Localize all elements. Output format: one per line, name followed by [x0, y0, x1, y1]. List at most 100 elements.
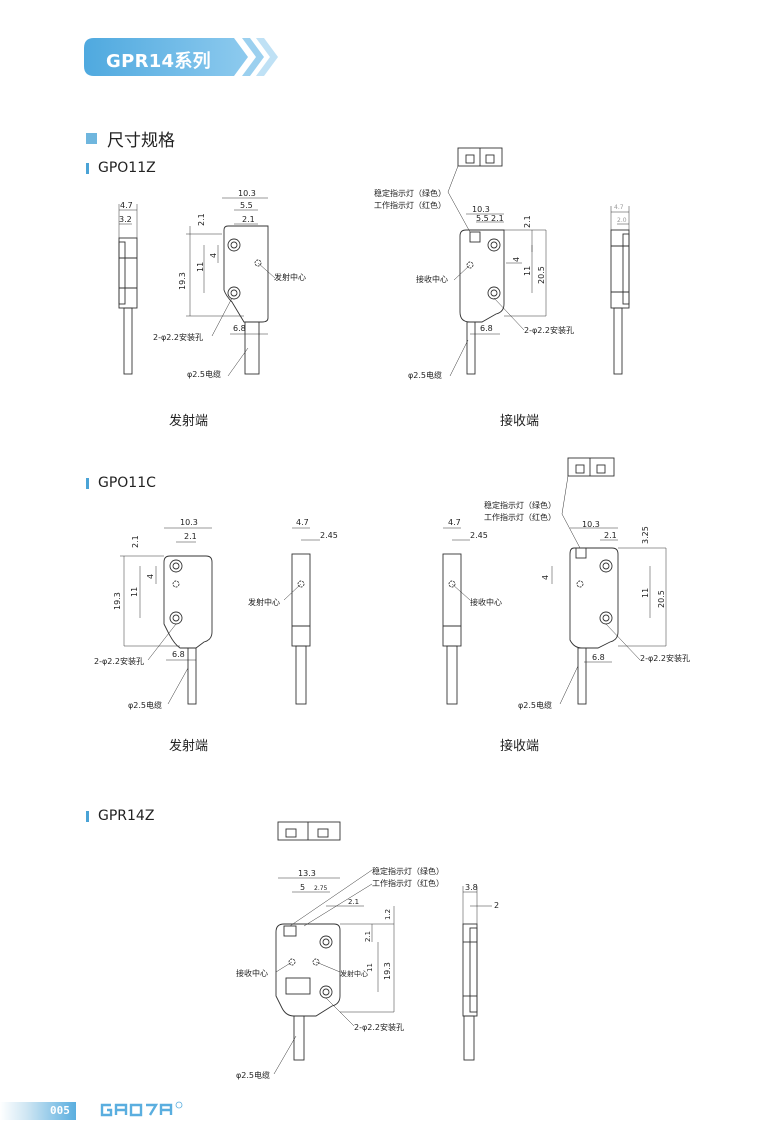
dim-label: 6.8 [592, 653, 605, 662]
gpr14z-front-view [273, 821, 395, 1075]
dim-label: 2 [494, 901, 499, 910]
work-led-label: 工作指示灯（红色） [374, 200, 446, 210]
model-bar-icon [86, 810, 89, 822]
gpo11z-emitter-side-view [118, 204, 138, 375]
model-name: GPO11C [98, 475, 156, 491]
section-square-icon [86, 133, 97, 144]
dim-label: 11 [641, 588, 650, 598]
dim-label: 5.5 [476, 214, 489, 223]
stable-led-label: 稳定指示灯（绿色） [374, 188, 446, 198]
recv-center-label: 接收中心 [416, 274, 448, 284]
work-led-label: 工作指示灯（红色） [372, 878, 444, 888]
caption-emitter: 发射端 [169, 739, 209, 754]
model-bar-icon [86, 162, 89, 174]
recv-center-label: 接收中心 [470, 597, 502, 607]
dim-label: 4 [146, 574, 155, 579]
dim-label: 3.25 [641, 526, 650, 544]
dim-label: 20.5 [657, 590, 666, 608]
emit-center-label: 发射中心 [248, 597, 280, 607]
dim-label: 2.1 [197, 213, 206, 226]
dim-label: 11 [366, 963, 374, 972]
dim-label: 2.1 [523, 215, 532, 228]
recv-center-label: 接收中心 [236, 968, 268, 978]
dim-label: 5.5 [240, 201, 253, 210]
dim-label: 5 [300, 883, 305, 892]
footer-band [0, 1102, 76, 1120]
dim-label: 2.1 [364, 931, 372, 942]
dim-label: 2.1 [131, 535, 140, 548]
gaota-logo-icon [100, 1101, 183, 1117]
gpo11c-emitter-side-view [283, 527, 320, 705]
gpo11c-receiver-front-view [551, 457, 667, 705]
mount-hole-label: 2-φ2.2安装孔 [524, 325, 574, 335]
dim-label: 11 [523, 266, 532, 276]
dim-label: 6.8 [172, 650, 185, 659]
gpo11z-receiver-side-view [610, 206, 630, 375]
work-led-label: 工作指示灯（红色） [484, 512, 556, 522]
gpo11z-receiver-front-view [447, 147, 547, 377]
dim-label: 19.3 [113, 592, 122, 610]
dim-label: 4 [541, 575, 550, 580]
dim-label: 4.7 [614, 204, 624, 211]
gpo11c-receiver-side-view [442, 527, 471, 705]
dim-label: 2.1 [184, 532, 197, 541]
dim-label: 2.1 [242, 215, 255, 224]
dim-label: 3.8 [465, 883, 478, 892]
dim-label: 4.7 [448, 518, 461, 527]
dim-label: 10.3 [472, 205, 490, 214]
dim-label: 3.2 [119, 215, 132, 224]
dim-label: 4 [209, 253, 218, 258]
dim-label: 19.3 [178, 272, 187, 290]
dim-label: 2.45 [320, 531, 338, 540]
dim-label: 4.7 [296, 518, 309, 527]
dim-label: 6.8 [480, 324, 493, 333]
stable-led-label: 稳定指示灯（绿色） [484, 500, 556, 510]
stable-led-label: 稳定指示灯（绿色） [372, 866, 444, 876]
brand-logo [100, 1101, 186, 1124]
banner-shape [84, 38, 278, 76]
cable-label: φ2.5电缆 [187, 369, 221, 379]
model-heading-gpo11z: GPO11Z [86, 160, 156, 176]
section-heading: 尺寸规格 [86, 126, 175, 151]
series-banner: GPR14系列 [84, 38, 280, 76]
dim-label: 10.3 [180, 518, 198, 527]
dim-label: 2.0 [617, 217, 627, 224]
cable-label: φ2.5电缆 [518, 700, 552, 710]
section-title: 尺寸规格 [107, 131, 175, 151]
mount-hole-label: 2-φ2.2安装孔 [153, 332, 203, 342]
model-name: GPR14Z [98, 808, 155, 824]
mount-hole-label: 2-φ2.2安装孔 [354, 1022, 404, 1032]
caption-receiver: 接收端 [500, 739, 540, 754]
dim-label: 6.8 [233, 324, 246, 333]
cable-label: φ2.5电缆 [236, 1070, 270, 1080]
mount-hole-label: 2-φ2.2安装孔 [640, 653, 690, 663]
dim-label: 11 [130, 587, 139, 597]
dim-label: 10.3 [582, 520, 600, 529]
dim-label: 10.3 [238, 189, 256, 198]
cable-label: φ2.5电缆 [128, 700, 162, 710]
dim-label: 20.5 [537, 266, 546, 284]
dim-label: 1.2 [384, 909, 392, 920]
model-heading-gpo11c: GPO11C [86, 475, 156, 491]
gpo11c-emitter-front-view [120, 527, 213, 705]
dim-label: 4.7 [120, 201, 133, 210]
dim-label: 4 [512, 257, 521, 262]
dim-label: 2.1 [491, 214, 504, 223]
caption-emitter: 发射端 [169, 414, 209, 429]
dim-label: 2.75 [314, 885, 328, 892]
mount-hole-label: 2-φ2.2安装孔 [94, 656, 144, 666]
cable-label: φ2.5电缆 [408, 370, 442, 380]
caption-receiver: 接收端 [500, 414, 540, 429]
dim-label: 2.1 [604, 531, 617, 540]
gpo11z-emitter-front-view [186, 197, 276, 377]
dim-label: 11 [196, 262, 205, 272]
emit-center-label: 发射中心 [340, 969, 368, 978]
emit-center-label: 发射中心 [274, 272, 306, 282]
banner-title: GPR14系列 [106, 51, 211, 72]
model-bar-icon [86, 477, 89, 489]
page-number: 005 [50, 1104, 70, 1117]
gpr14z-side-view [462, 886, 492, 1061]
model-name: GPO11Z [98, 160, 156, 176]
dim-label: 2.45 [470, 531, 488, 540]
